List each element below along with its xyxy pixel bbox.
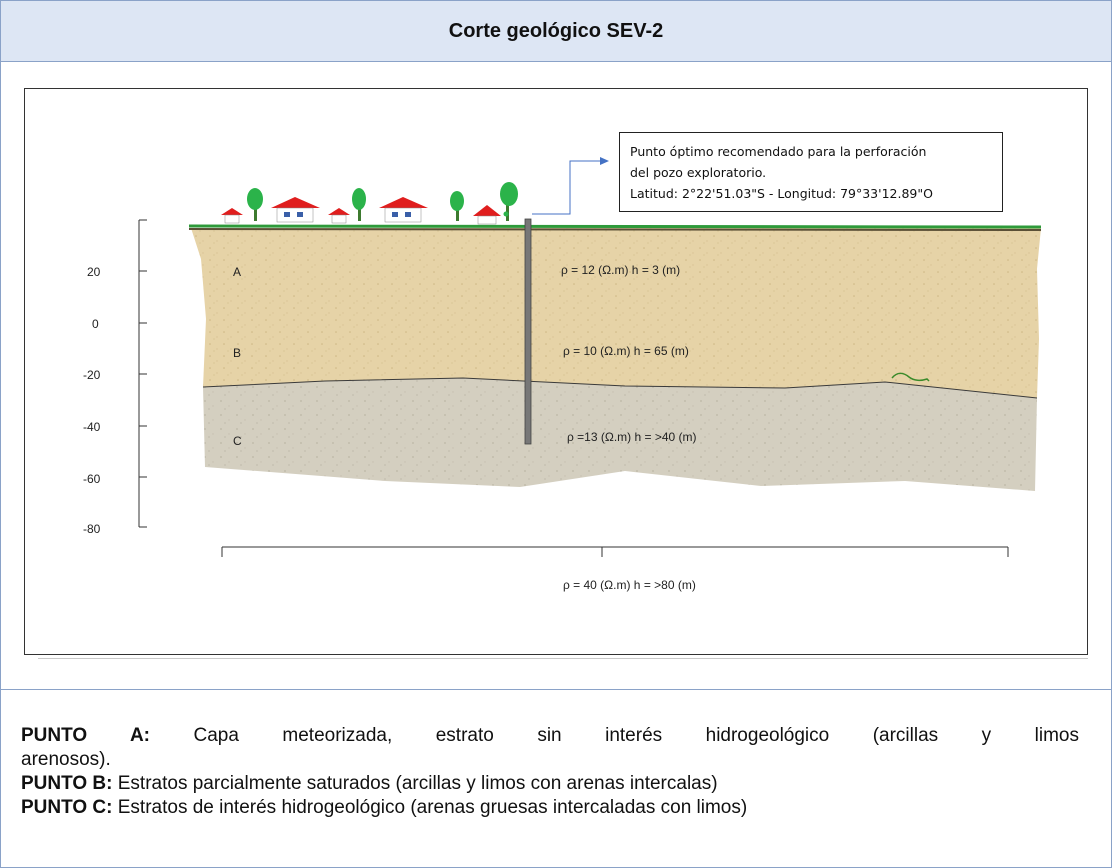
layer-c-shape <box>203 378 1037 491</box>
house-icon <box>473 205 501 225</box>
callout-line: Punto óptimo recomendado para la perfora… <box>630 144 927 159</box>
layer-label-c: C <box>233 434 242 448</box>
notes-separator <box>1 689 1111 690</box>
geologic-section-figure: 20 0 -20 -40 -60 -80 A B C ρ = 12 (Ω.m) … <box>24 88 1088 655</box>
notes-section: PUNTO A: Capa meteorizada, estrato sin i… <box>21 724 1079 820</box>
note-text: Estratos de interés hidrogeológico (aren… <box>112 797 748 818</box>
callout-arrow <box>532 160 600 215</box>
ground-surface-dark <box>188 228 1042 231</box>
depth-tick-label: 20 <box>87 265 101 279</box>
layer-label-a: A <box>233 265 241 279</box>
layer-c-resistivity: ρ =13 (Ω.m) h = >40 (m) <box>567 430 697 444</box>
depth-tick-label: -80 <box>83 522 101 536</box>
layer-boundary-line <box>202 377 1038 399</box>
bottom-resistivity: ρ = 40 (Ω.m) h = >80 (m) <box>563 578 696 592</box>
village-icons <box>221 182 518 225</box>
layer-label-b: B <box>233 346 241 360</box>
depth-tick-label: 0 <box>92 317 99 331</box>
note-punto-a-cont: arenosos). <box>21 748 1079 772</box>
note-text: arenosos). <box>21 749 111 770</box>
note-text: Estratos parcialmente saturados (arcilla… <box>112 773 718 794</box>
bottom-bracket <box>221 546 1009 557</box>
well-column <box>524 218 532 445</box>
tree-icon <box>500 182 518 221</box>
note-label: PUNTO A: <box>21 725 150 746</box>
callout-line: Latitud: 2°22'51.03"S - Longitud: 79°33'… <box>630 186 933 201</box>
tree-icon <box>352 188 366 221</box>
depth-tick-label: -60 <box>83 472 101 486</box>
layer-b-resistivity: ρ = 10 (Ω.m) h = 65 (m) <box>563 344 689 358</box>
header-bar: Corte geológico SEV-2 <box>1 1 1111 62</box>
page-title: Corte geológico SEV-2 <box>448 19 664 42</box>
house-icon <box>221 208 243 224</box>
house-icon <box>379 197 428 223</box>
callout-line: del pozo exploratorio. <box>630 165 767 180</box>
depth-tick-label: -20 <box>83 368 101 382</box>
note-punto-a: PUNTO A: Capa meteorizada, estrato sin i… <box>21 724 1079 748</box>
layer-ab-shape <box>191 228 1041 398</box>
house-icon <box>271 197 320 223</box>
ground-surface-grass <box>188 224 1042 229</box>
note-label: PUNTO C: <box>21 797 113 818</box>
drill-point-callout: Punto óptimo recomendado para la perfora… <box>619 132 1003 212</box>
figure-divider <box>38 658 1088 659</box>
arrowhead-icon <box>600 157 609 165</box>
layer-a-resistivity: ρ = 12 (Ω.m) h = 3 (m) <box>561 263 680 277</box>
depth-tick-label: -40 <box>83 420 101 434</box>
house-icon <box>328 208 350 224</box>
squiggle-mark <box>891 372 930 382</box>
tree-icon <box>450 191 464 221</box>
note-label: PUNTO B: <box>21 773 113 794</box>
section-drawing: 20 0 -20 -40 -60 -80 A B C ρ = 12 (Ω.m) … <box>83 157 1042 592</box>
depth-axis: 20 0 -20 -40 -60 -80 <box>83 219 147 536</box>
tree-icon <box>247 188 263 221</box>
note-text: Capa meteorizada, estrato sin interés hi… <box>150 725 1079 746</box>
note-punto-c: PUNTO C: Estratos de interés hidrogeológ… <box>21 796 1079 820</box>
note-punto-b: PUNTO B: Estratos parcialmente saturados… <box>21 772 1079 796</box>
